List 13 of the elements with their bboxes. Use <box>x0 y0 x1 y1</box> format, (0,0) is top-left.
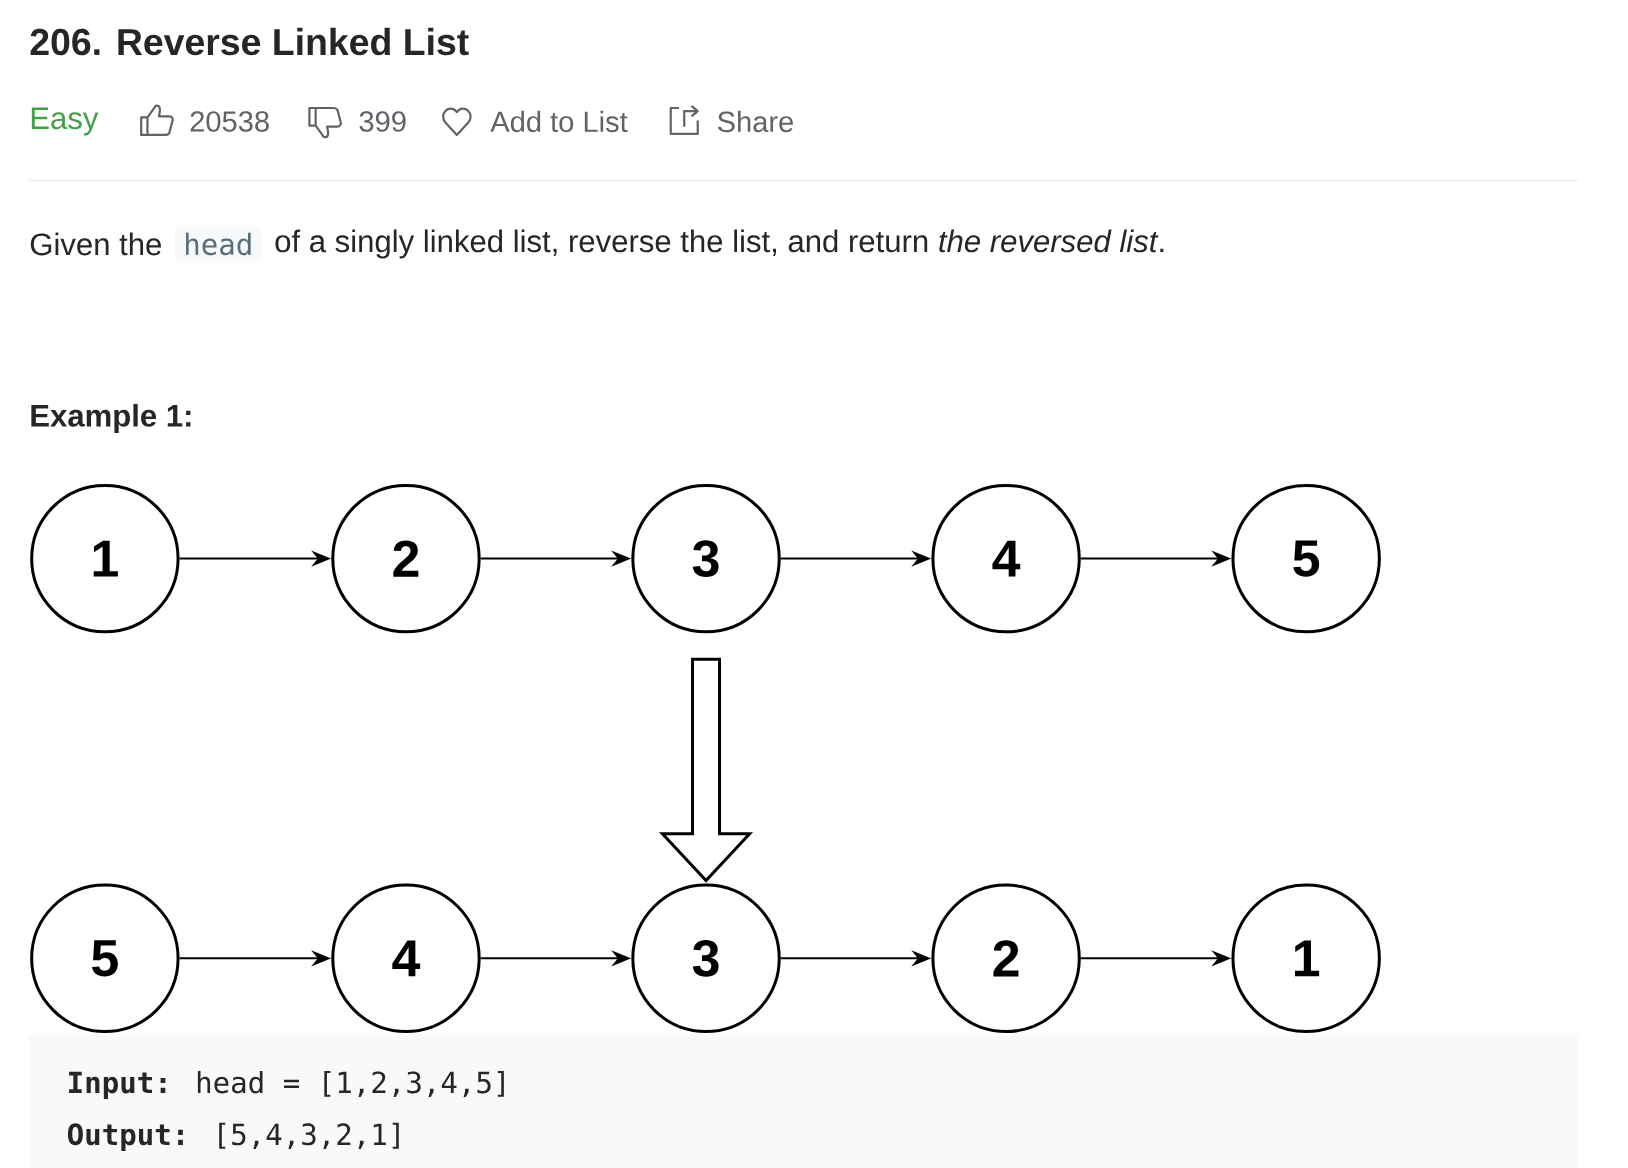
code-line: Input: head = [1,2,3,4,5] <box>69 1070 504 1100</box>
code-line: Output: [5,4,3,2,1] <box>67 1122 399 1151</box>
difficulty-label: Easy <box>31 107 99 136</box>
title: 206. Reverse Linked List <box>30 27 469 56</box>
statement-text: of a singly linked list, reverse the list, and return the reversed list. <box>275 229 1164 259</box>
add-to-list-link: Add to List <box>490 110 628 133</box>
share-link: Share <box>717 110 793 133</box>
transform-arrow <box>658 657 754 883</box>
statement-text: Given the <box>30 232 161 256</box>
dislike-count: 399 <box>359 111 406 132</box>
like-count: 20538 <box>190 111 269 132</box>
section-heading: Example 1: <box>31 403 191 433</box>
inline-code: head <box>175 226 262 262</box>
